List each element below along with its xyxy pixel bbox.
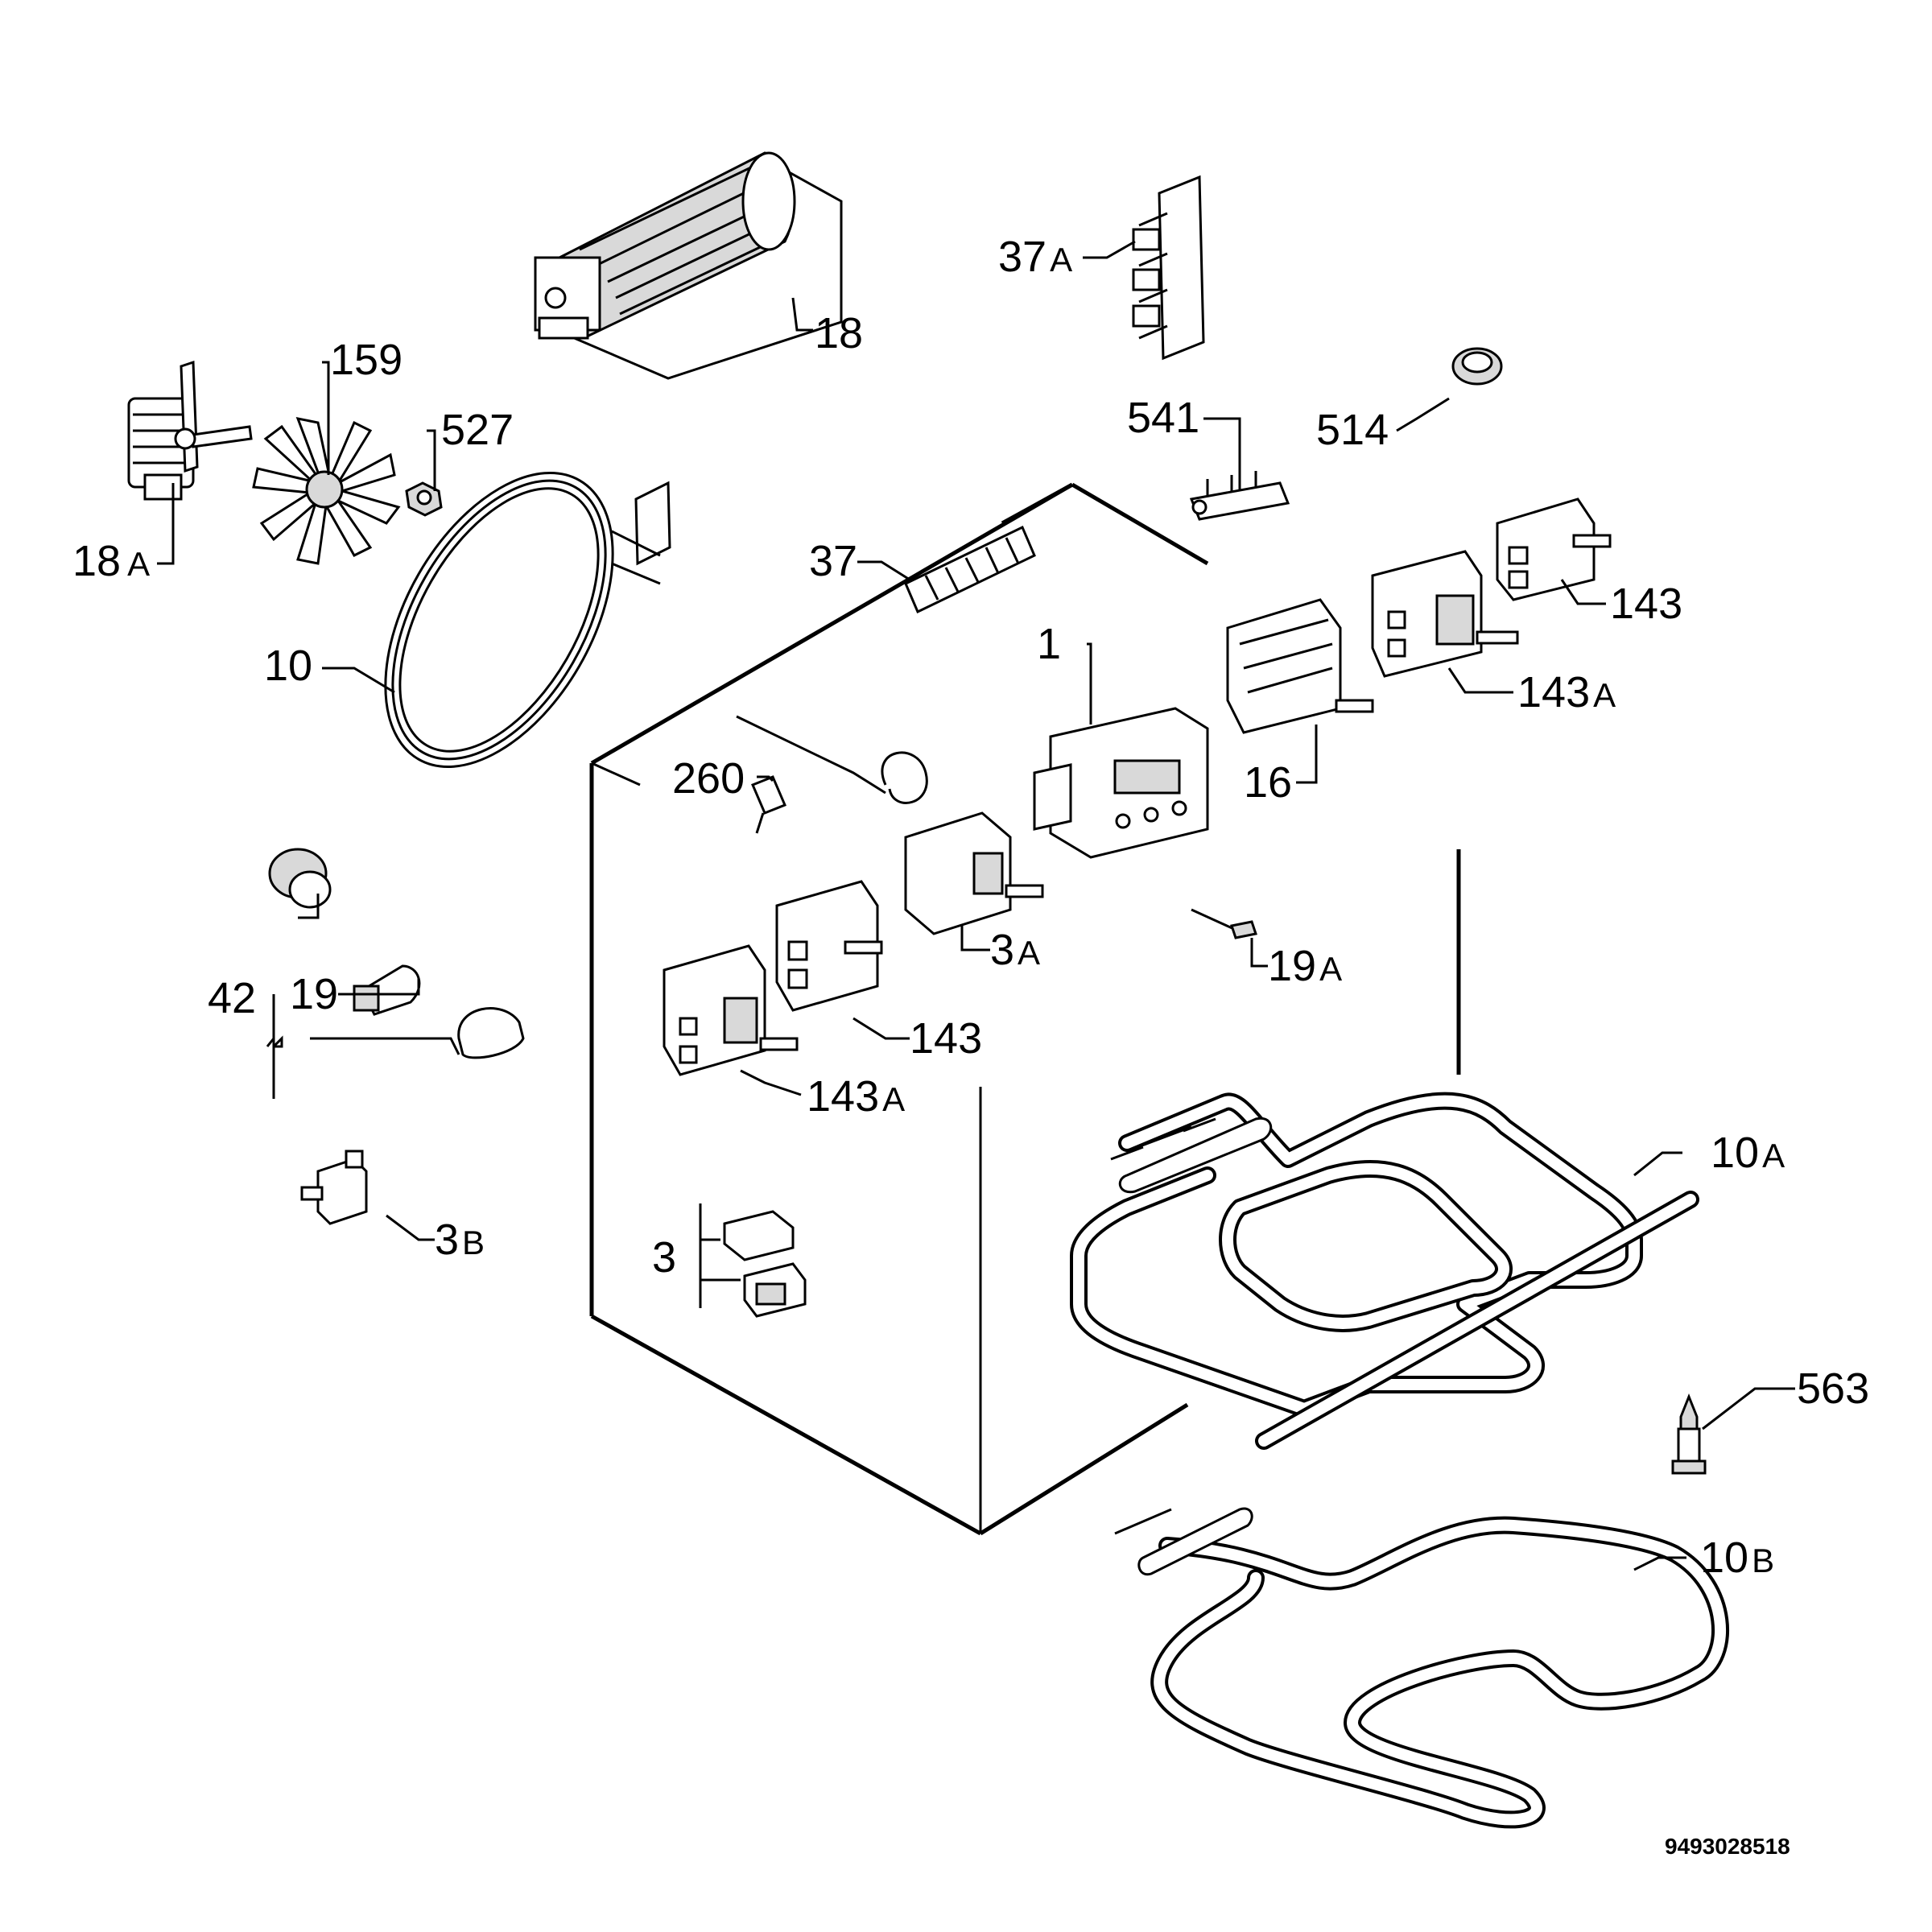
cable-clip [1189, 471, 1290, 521]
callout-143a-top: 143A [1517, 668, 1616, 716]
callout-541: 541 [1127, 394, 1199, 442]
callout-19: 19 [290, 970, 338, 1018]
screw [1671, 1393, 1707, 1475]
oven-cabinet-outline [589, 482, 1461, 1536]
callout-143a-mid: 143A [807, 1072, 905, 1121]
callout-563: 563 [1797, 1364, 1869, 1413]
callout-19a: 19A [1268, 942, 1342, 990]
callout-37a: 37A [998, 233, 1072, 281]
callout-37: 37 [809, 537, 857, 585]
callout-3b: 3B [435, 1216, 485, 1264]
circular-heating-element [384, 472, 671, 768]
callout-143-top: 143 [1610, 580, 1682, 628]
callout-260: 260 [672, 754, 745, 803]
callout-42: 42 [208, 974, 256, 1022]
sensor-lead [1191, 908, 1257, 939]
callout-3a: 3A [990, 926, 1040, 974]
document-id: 9493028518 [1665, 1834, 1790, 1859]
fan-blade [252, 416, 401, 565]
bottom-heating-element [1114, 1507, 1729, 1829]
tangential-fan [534, 151, 843, 380]
callout-527: 527 [441, 406, 514, 454]
callout-514: 514 [1316, 406, 1389, 454]
switch-143a-top [1371, 550, 1519, 678]
callout-1: 1 [1037, 620, 1061, 668]
callout-10a: 10A [1711, 1129, 1785, 1177]
callout-16: 16 [1244, 758, 1292, 807]
fan-motor [127, 360, 253, 501]
terminal-strip [904, 525, 1036, 614]
switch-143a-mid [663, 944, 799, 1076]
nut [405, 481, 443, 517]
thermostat-with-capillary [736, 715, 1044, 935]
selector-switch [1226, 598, 1374, 734]
callout-143-mid: 143 [910, 1014, 982, 1063]
switch-143-mid [775, 880, 883, 1012]
thermal-cutouts [723, 1210, 807, 1318]
callout-10: 10 [264, 642, 312, 690]
grommet [1451, 347, 1503, 386]
callout-18: 18 [815, 309, 863, 357]
callout-3: 3 [652, 1233, 676, 1282]
callout-159: 159 [330, 336, 402, 384]
callout-10b: 10B [1700, 1534, 1774, 1582]
terminal-block-37a [1132, 175, 1205, 361]
switch-143-top [1496, 497, 1612, 601]
grill-element [1070, 1092, 1699, 1450]
safety-thermostat-3b [300, 1150, 368, 1225]
leader-lines [157, 240, 1795, 1571]
fixing-clip [751, 775, 786, 834]
electronic-timer [1033, 707, 1209, 859]
lamp-assembly [268, 848, 525, 1059]
